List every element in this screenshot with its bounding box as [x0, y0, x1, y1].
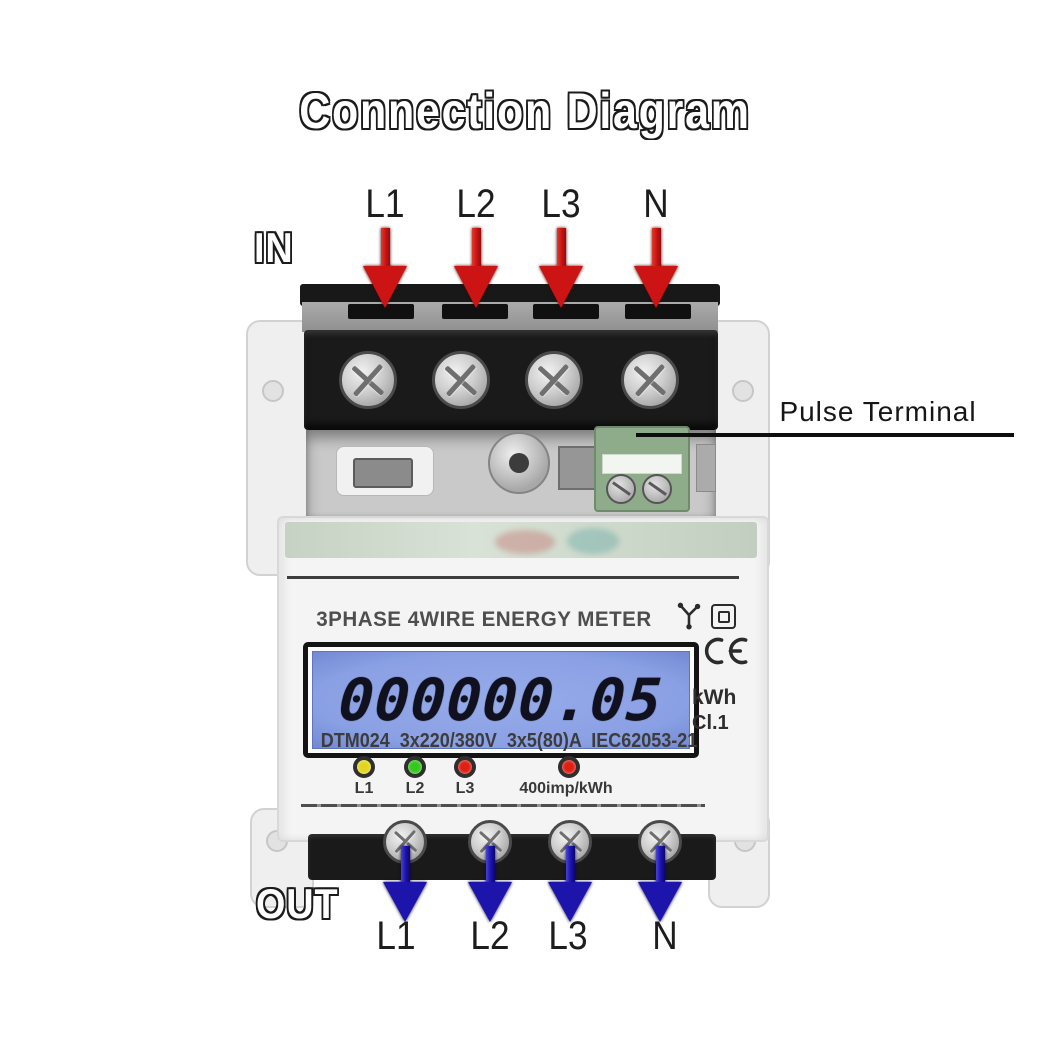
led-label-l3: L3 [455, 780, 475, 797]
pcb-window [285, 522, 757, 558]
terminal-screw-icon [339, 351, 397, 409]
meter-model-title: 3PHASE 4WIRE ENERGY METER [316, 608, 652, 631]
pulse-screw-icon [606, 474, 636, 504]
out-flow-label: OUT [256, 880, 339, 927]
lcd-screen: 000000.05 [312, 651, 690, 749]
terminal-screw-icon [525, 351, 583, 409]
pulse-terminal-callout-line [636, 433, 1014, 437]
pulse-screw-icon [642, 474, 672, 504]
phase-network-icon [677, 602, 701, 630]
top-terminal-block [304, 330, 718, 430]
pulse-terminal [594, 426, 690, 512]
center-hub [488, 432, 550, 494]
mid-notch [696, 444, 716, 492]
in-phase-label-l3: L3 [541, 182, 581, 226]
pulse-terminal-window [602, 454, 682, 474]
seal-plate [336, 446, 434, 496]
ce-mark-icon [704, 637, 748, 665]
in-flow-label: IN [254, 224, 294, 271]
in-phase-label-l1: L1 [365, 182, 405, 226]
led-l2-icon [404, 756, 426, 778]
spec-line: DTM024 3x220/380V 3x5(80)A IEC62053-21 [320, 730, 698, 752]
meter-faceplate: 3PHASE 4WIRE ENERGY METER 000000.05 kWh … [277, 516, 769, 842]
faceplate-separator [301, 804, 705, 807]
led-pulse-icon [558, 756, 580, 778]
out-phase-label-l2: L2 [470, 914, 510, 958]
out-phase-label-l3: L3 [548, 914, 588, 958]
pulse-rate-label: 400imp/kWh [519, 780, 613, 797]
in-phase-label-l2: L2 [456, 182, 496, 226]
double-insulation-icon [711, 604, 736, 629]
meter-mid-section [306, 426, 716, 520]
page-title: Connection Diagram [299, 83, 751, 139]
lcd-reading: 000000.05 [336, 666, 666, 734]
out-phase-label-l1: L1 [376, 914, 416, 958]
in-phase-label-n: N [643, 182, 669, 226]
led-label-l1: L1 [354, 780, 374, 797]
led-l1-icon [353, 756, 375, 778]
terminal-screw-icon [621, 351, 679, 409]
seal-window [353, 458, 413, 488]
lcd-display: 000000.05 [303, 642, 699, 758]
bottom-terminal-block [308, 820, 716, 880]
accuracy-class-label: Cl.1 [692, 712, 729, 734]
out-phase-label-n: N [652, 914, 678, 958]
terminal-screw-icon [432, 351, 490, 409]
faceplate-ridge [287, 576, 739, 579]
led-label-l2: L2 [405, 780, 425, 797]
led-l3-icon [454, 756, 476, 778]
display-unit-label: kWh [692, 686, 737, 709]
pulse-terminal-callout-label: Pulse Terminal [779, 396, 977, 427]
